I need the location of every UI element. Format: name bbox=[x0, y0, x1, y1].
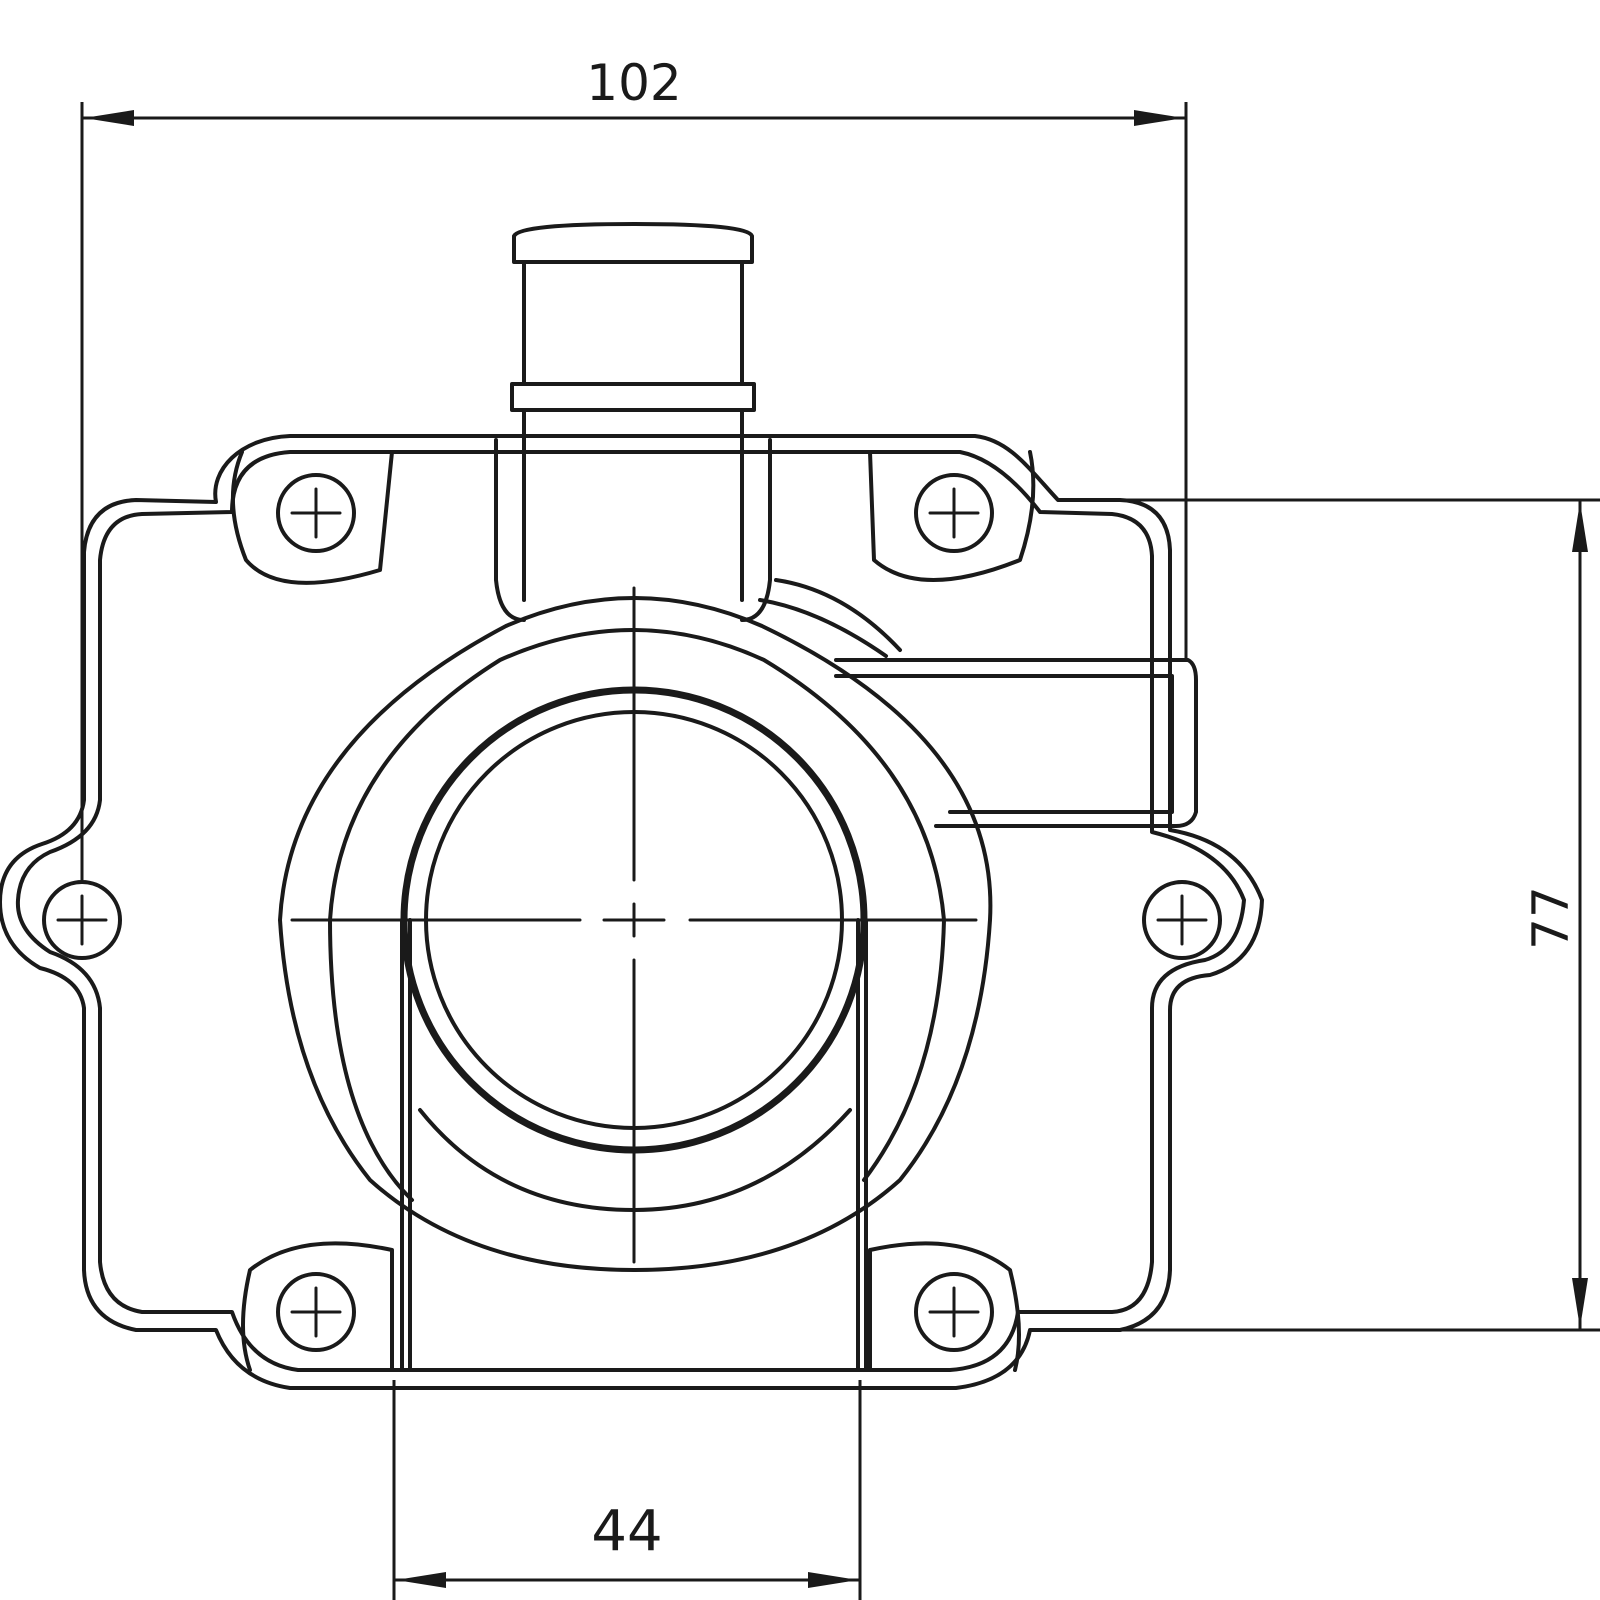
dimension-port-width: 44 bbox=[392, 1380, 862, 1600]
side-channel bbox=[758, 578, 1198, 828]
bolt-hole-bottom-right bbox=[914, 1272, 994, 1352]
flange-outline bbox=[0, 434, 1264, 1390]
arrow-left bbox=[84, 110, 134, 126]
port-outlet bbox=[400, 918, 868, 1372]
arrow-right bbox=[1134, 110, 1184, 126]
dimension-label-102: 102 bbox=[586, 54, 681, 112]
bolt-hole-left bbox=[42, 880, 122, 960]
bolt-hole-top-left bbox=[276, 473, 356, 553]
dimension-overall-width: 102 bbox=[80, 54, 1188, 880]
arrow-left bbox=[396, 1572, 446, 1588]
center-lines bbox=[290, 586, 978, 1264]
top-spigot bbox=[494, 222, 772, 622]
bolt-holes bbox=[42, 473, 1222, 1352]
arrow-right bbox=[808, 1572, 858, 1588]
bolt-bosses bbox=[230, 450, 1036, 1372]
bolt-hole-right bbox=[1142, 880, 1222, 960]
arrow-bottom bbox=[1572, 1278, 1588, 1328]
dimension-label-77: 77 bbox=[1522, 886, 1580, 950]
bolt-hole-bottom-left bbox=[276, 1272, 356, 1352]
bolt-hole-top-right bbox=[914, 473, 994, 553]
dimension-label-44: 44 bbox=[591, 1499, 662, 1564]
dimension-mount-height: 77 bbox=[1064, 498, 1600, 1332]
arrow-top bbox=[1572, 502, 1588, 552]
